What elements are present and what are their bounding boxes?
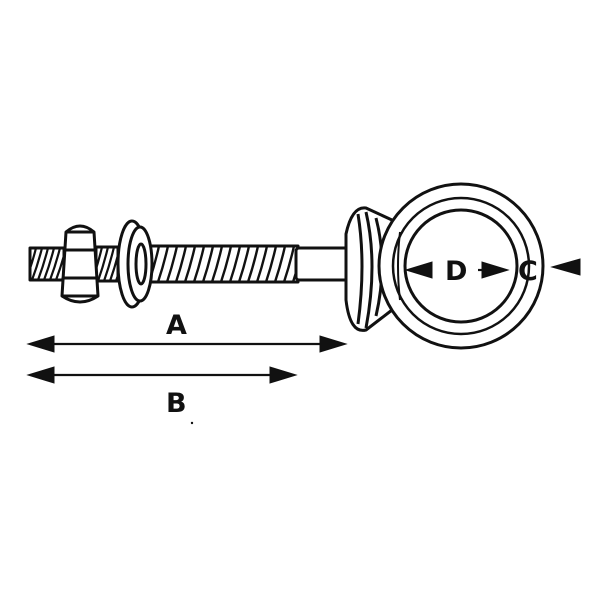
label-d: D <box>445 256 467 287</box>
thread-line <box>291 261 298 282</box>
thread-line <box>246 246 260 282</box>
label-b: B <box>166 388 187 419</box>
thread-line <box>282 246 296 282</box>
threaded-rod-middle <box>94 245 120 283</box>
thread-line <box>201 246 215 282</box>
thread-line <box>114 271 118 281</box>
thread-line <box>150 246 161 282</box>
thread-line <box>264 246 278 282</box>
thread-line <box>30 248 44 280</box>
thread-line <box>42 248 56 280</box>
label-a: A <box>166 310 187 341</box>
thread-line <box>273 246 287 282</box>
threaded-shank <box>148 244 300 284</box>
eye-bolt <box>28 182 545 350</box>
thread-line <box>237 246 251 282</box>
stray-dot <box>190 421 194 425</box>
thread-line <box>54 251 64 280</box>
dimension-c-arrow <box>550 258 581 276</box>
dimension-arrows <box>26 258 581 384</box>
thread-line <box>30 248 38 273</box>
thread-line <box>48 248 62 280</box>
thread-line <box>183 246 197 282</box>
dimension-a-arrow <box>26 335 348 353</box>
dimension-d-arrows <box>404 261 510 279</box>
thread-line <box>102 247 116 281</box>
thread-line <box>96 247 110 281</box>
thread-line <box>228 246 242 282</box>
thread-line <box>192 246 206 282</box>
thread-line <box>174 246 188 282</box>
thread-line <box>219 246 233 282</box>
thread-line <box>156 246 170 282</box>
plain-shank <box>294 246 350 282</box>
thread-line <box>36 248 50 280</box>
thread-line <box>210 246 224 282</box>
hex-nut <box>60 224 100 304</box>
thread-line <box>255 246 269 282</box>
dimension-b-arrow <box>26 366 298 384</box>
thread-line <box>165 246 179 282</box>
label-c: C <box>518 256 538 287</box>
threaded-end <box>28 246 66 282</box>
washer <box>116 219 154 309</box>
thread-line <box>108 250 118 281</box>
eye-ring <box>377 182 545 350</box>
